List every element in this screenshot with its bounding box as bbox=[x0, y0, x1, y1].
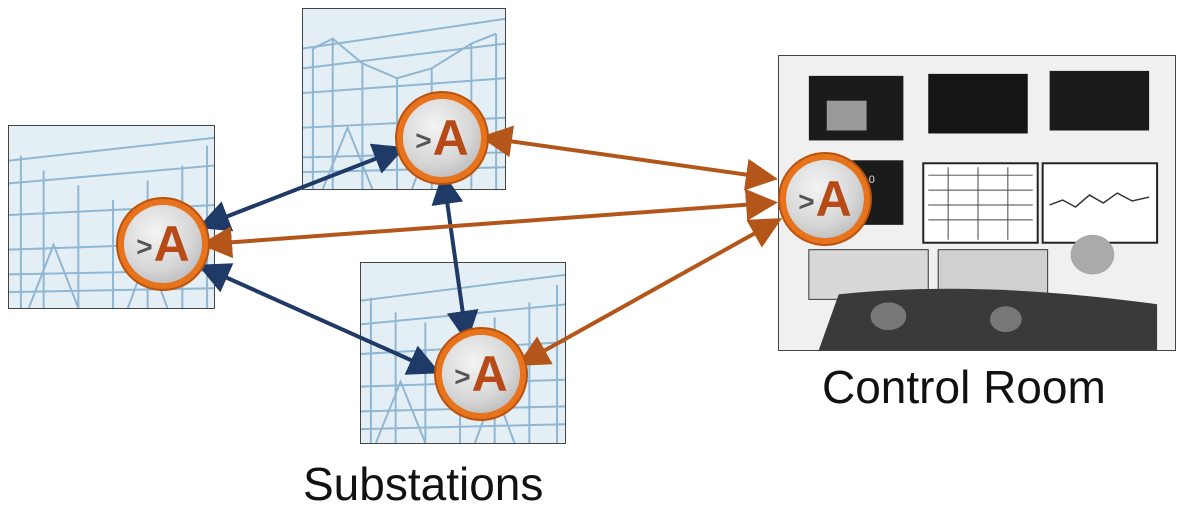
agent-letter: A bbox=[815, 171, 852, 227]
agent-icon-control-room: > A bbox=[786, 160, 864, 238]
agent-icon-top: > A bbox=[403, 99, 481, 177]
agent-prompt-glyph: > bbox=[798, 186, 815, 217]
agent-letter: A bbox=[153, 216, 190, 272]
substation-image-top bbox=[302, 8, 506, 190]
agent-prompt-glyph: > bbox=[415, 125, 432, 156]
substations-caption: Substations bbox=[303, 458, 544, 510]
link-left-control bbox=[200, 188, 778, 259]
link-top-control bbox=[480, 125, 778, 191]
agent-letter: A bbox=[471, 346, 508, 402]
agent-prompt-glyph: > bbox=[136, 231, 153, 262]
agent-icon-left: > A bbox=[124, 205, 202, 283]
agent-icon-bottom: > A bbox=[442, 335, 520, 413]
agent-prompt-glyph: > bbox=[454, 361, 471, 392]
control-room-caption: Control Room bbox=[822, 361, 1106, 413]
agent-letter: A bbox=[432, 110, 469, 166]
control-room-readout: 54.0 bbox=[854, 174, 875, 186]
